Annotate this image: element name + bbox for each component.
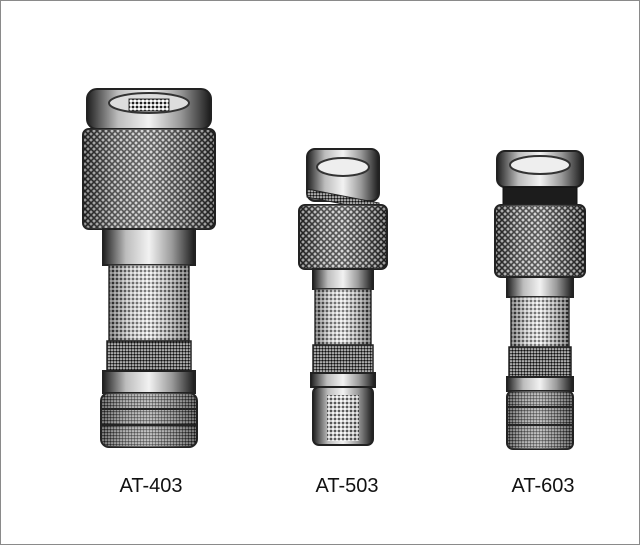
at-603-connector-image xyxy=(494,150,586,450)
at-603-label: AT-603 xyxy=(511,475,575,497)
at-403-connector-image xyxy=(82,88,216,448)
at-403-label: AT-403 xyxy=(119,475,183,497)
at-503-connector-image xyxy=(298,148,388,446)
at-503-label: AT-503 xyxy=(315,475,379,497)
